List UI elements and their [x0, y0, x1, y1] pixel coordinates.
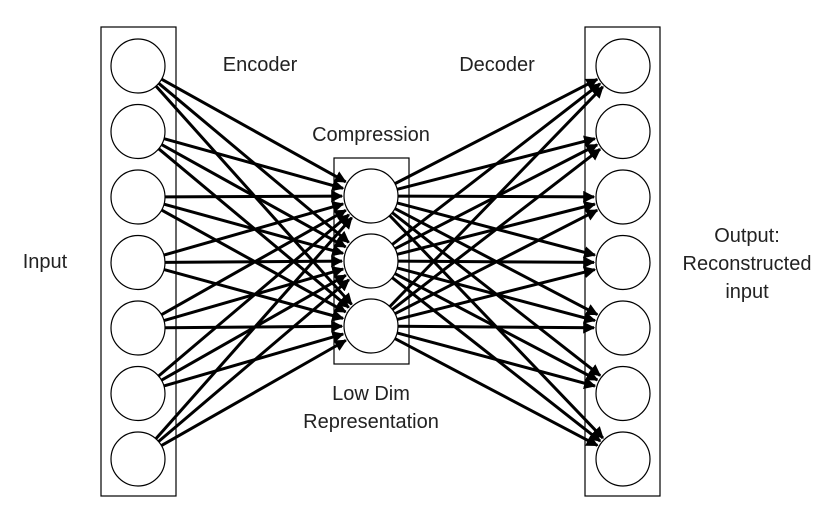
output-layer-node-4 [595, 234, 651, 291]
output-layer-node-5 [595, 300, 651, 356]
output-layer-node-7 [595, 431, 651, 487]
output-layer-node-1 [595, 38, 651, 94]
encoder-edge-4-0 [160, 208, 347, 316]
output-layer-node-2 [595, 103, 651, 160]
encoder-edge-2-0 [164, 190, 344, 203]
output-line-2: Reconstructed [682, 253, 812, 275]
output-layer-box [584, 26, 661, 497]
output-label: Output: Reconstructed input [672, 222, 822, 306]
decoder-edge-2-1 [391, 148, 601, 311]
decoder-edge-2-6 [394, 337, 599, 447]
decoder-edge-2-5 [396, 331, 597, 389]
decoder-edge-2-0 [388, 85, 604, 308]
encoder-edge-6-0 [154, 216, 353, 440]
low-dim-line-2: Representation [303, 411, 439, 433]
connections [154, 77, 605, 447]
encoder-label: Encoder [222, 54, 298, 76]
layer-boxes [100, 26, 661, 497]
decoder-edge-2-2 [394, 208, 599, 316]
output-line-1: Output: [714, 225, 780, 247]
decoder-edge-1-0 [391, 82, 602, 246]
decoder-edge-2-4 [397, 321, 596, 334]
bottleneck-layer-box [333, 157, 410, 365]
output-layer-node-3 [595, 169, 651, 225]
input-layer-node-7 [110, 431, 166, 487]
encoder-edge-3-0 [163, 201, 345, 257]
output-line-3: input [725, 281, 769, 303]
output-layer-node-6 [595, 365, 651, 422]
neurons [110, 38, 651, 487]
input-layer-node-2 [110, 103, 166, 160]
input-layer-node-6 [110, 365, 166, 422]
input-layer-box [100, 26, 177, 497]
encoder-edge-5-0 [157, 213, 350, 378]
input-layer-node-5 [110, 300, 166, 356]
compression-label: Compression [312, 124, 430, 146]
encoder-edge-6-2 [160, 339, 347, 447]
encoder-edge-1-0 [163, 137, 345, 192]
decoder-edge-2-3 [396, 266, 597, 321]
decoder-edge-0-0 [394, 77, 599, 185]
low-dim-line-1: Low Dim [332, 383, 410, 405]
input-layer-node-1 [110, 38, 166, 94]
input-label: Input [22, 251, 68, 273]
bottleneck-layer-node-2 [343, 233, 399, 289]
encoder-edge-6-1 [157, 278, 350, 443]
input-layer-node-4 [110, 234, 166, 291]
encoder-edge-0-0 [160, 77, 347, 184]
decoder-label: Decoder [459, 54, 535, 76]
input-layer-node-3 [110, 169, 166, 225]
low-dim-representation-label: Low Dim Representation [280, 380, 462, 436]
bottleneck-layer-node-3 [343, 298, 399, 354]
bottleneck-layer-node-1 [343, 168, 399, 224]
